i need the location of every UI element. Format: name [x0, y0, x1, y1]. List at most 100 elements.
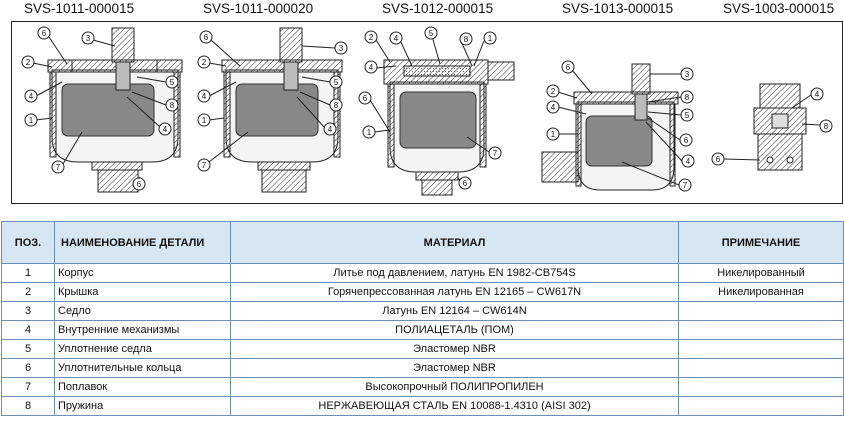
callout-m4-4b: 4: [686, 157, 691, 166]
callout-m1-6b: 6: [137, 180, 142, 189]
header-pos: ПОЗ.: [1, 221, 55, 264]
cell-pos: 7: [1, 377, 55, 397]
valve-drawing-2: [221, 27, 343, 193]
callout-m2-8: 8: [334, 101, 339, 110]
header-part-name: НАИМЕНОВАНИЕ ДЕТАЛИ: [54, 221, 231, 264]
callout-m3-7: 7: [493, 149, 498, 158]
table-row: 8 Пружина НЕРЖАВЕЮЩАЯ СТАЛЬ EN 10088-1.4…: [1, 396, 844, 416]
cell-note: [678, 377, 844, 397]
model-title-3: SVS-1012-000015: [382, 1, 494, 16]
cell-note: [678, 320, 844, 340]
callout-m2-5: 5: [334, 78, 339, 87]
table-row: 6 Уплотнительные кольца Эластомер NBR: [1, 358, 844, 378]
cell-part-name: Уплотнение седла: [54, 339, 231, 359]
callout-m2-7: 7: [202, 161, 207, 170]
callout-m5-8: 8: [824, 122, 829, 131]
callouts-model-5: 4 8 6: [711, 87, 833, 166]
valve-drawing-5: [753, 83, 807, 171]
callout-m1-2: 2: [26, 58, 31, 67]
callout-m5-6: 6: [716, 155, 721, 164]
table-row: 4 Внутренние механизмы ПОЛИАЦЕТАЛЬ (ПОМ): [1, 320, 844, 340]
cell-pos: 6: [1, 358, 55, 378]
callout-m4-8: 8: [685, 93, 690, 102]
callout-m4-2: 2: [551, 87, 556, 96]
callout-m3-5: 5: [429, 29, 434, 38]
table-row: 7 Поплавок Высокопрочный ПОЛИПРОПИЛЕН: [1, 377, 844, 397]
callout-m3-6b: 6: [463, 179, 468, 188]
cell-part-name: Седло: [54, 301, 231, 321]
cell-material: Горячепрессованная латунь EN 12165 – CW6…: [230, 282, 679, 302]
callout-m1-4b: 4: [163, 125, 168, 134]
callout-m3-6: 6: [363, 94, 368, 103]
callout-m1-4a: 4: [29, 92, 34, 101]
valve-drawing-1: [47, 27, 183, 193]
cell-pos: 5: [1, 339, 55, 359]
callout-m3-1b: 1: [367, 128, 372, 137]
callout-m1-6: 6: [42, 29, 47, 38]
callout-m3-8: 8: [464, 35, 469, 44]
callout-m2-3: 3: [339, 44, 344, 53]
cell-part-name: Уплотнительные кольца: [54, 358, 231, 378]
callout-m4-6: 6: [566, 63, 571, 72]
callout-m3-4a: 4: [394, 34, 399, 43]
callout-m2-4a: 4: [202, 92, 207, 101]
cell-part-name: Корпус: [54, 263, 231, 283]
callout-m2-1: 1: [202, 116, 207, 125]
cell-material: ПОЛИАЦЕТАЛЬ (ПОМ): [230, 320, 679, 340]
callout-m4-7: 7: [683, 181, 688, 190]
cell-material: Литье под давлением, латунь EN 1982-CB75…: [230, 263, 679, 283]
cell-part-name: Крышка: [54, 282, 231, 302]
cell-material: Эластомер NBR: [230, 339, 679, 359]
table-row: 2 Крышка Горячепрессованная латунь EN 12…: [1, 282, 844, 302]
cell-material: Высокопрочный ПОЛИПРОПИЛЕН: [230, 377, 679, 397]
callout-m4-5: 5: [685, 111, 690, 120]
model-title-1: SVS-1011-000015: [24, 1, 135, 16]
cell-note: Никелированная: [678, 282, 844, 302]
callout-m3-4b: 4: [369, 63, 374, 72]
callout-m2-4b: 4: [328, 125, 333, 134]
parts-table: ПОЗ. НАИМЕНОВАНИЕ ДЕТАЛИ МАТЕРИАЛ ПРИМЕЧ…: [1, 221, 844, 416]
table-header-row: ПОЗ. НАИМЕНОВАНИЕ ДЕТАЛИ МАТЕРИАЛ ПРИМЕЧ…: [1, 221, 844, 264]
callout-m1-3: 3: [86, 34, 91, 43]
callout-m4-3: 3: [685, 70, 690, 79]
cell-part-name: Внутренние механизмы: [54, 320, 231, 340]
callout-m2-2: 2: [202, 58, 207, 67]
cell-part-name: Поплавок: [54, 377, 231, 397]
cell-pos: 8: [1, 396, 55, 416]
model-title-2: SVS-1011-000020: [203, 1, 314, 16]
cell-material: НЕРЖАВЕЮЩАЯ СТАЛЬ EN 10088-1.4310 (AISI …: [230, 396, 679, 416]
cell-pos: 1: [1, 263, 55, 283]
callout-m3-1a: 1: [488, 34, 493, 43]
callout-m1-7: 7: [56, 163, 61, 172]
callouts-model-2: 6 3 2 5 4 8 1 4 7: [197, 30, 348, 172]
cell-pos: 3: [1, 301, 55, 321]
callouts-model-1: 6 3 2 5 4 8 1 4 7 6: [21, 26, 179, 191]
header-note: ПРИМЕЧАНИЕ: [678, 221, 844, 264]
callout-m3-2: 2: [369, 33, 374, 42]
cell-part-name: Пружина: [54, 396, 231, 416]
cell-pos: 4: [1, 320, 55, 340]
callout-m1-8: 8: [170, 101, 175, 110]
model-title-5: SVS-1003-000015: [723, 1, 835, 16]
callout-m1-5: 5: [170, 78, 175, 87]
cross-section-drawings: 6 3 2 5 4 8 1 4 7 6 6 3 2 5 4 8 1 4 7: [21, 26, 833, 196]
cell-pos: 2: [1, 282, 55, 302]
callout-m4-4a: 4: [551, 103, 556, 112]
table-row: 1 Корпус Литье под давлением, латунь EN …: [1, 263, 844, 283]
cell-note: Никелированный: [678, 263, 844, 283]
table-row: 3 Седло Латунь EN 12164 – CW614N: [1, 301, 844, 321]
model-title-4: SVS-1013-000015: [562, 1, 674, 16]
drawing-panel: 6 3 2 5 4 8 1 4 7 6 6 3 2 5 4 8 1 4 7: [11, 21, 843, 204]
valve-drawing-4: [541, 63, 679, 191]
cell-material: Латунь EN 12164 – CW614N: [230, 301, 679, 321]
callout-m1-1: 1: [29, 116, 34, 125]
callout-m4-6b: 6: [684, 136, 689, 145]
table-row: 5 Уплотнение седла Эластомер NBR: [1, 339, 844, 359]
callout-m2-6: 6: [204, 33, 209, 42]
cell-note: [678, 396, 844, 416]
cell-note: [678, 301, 844, 321]
callouts-model-3: 2 4 5 8 1 4 6 1 7 6: [358, 26, 502, 190]
callouts-model-4: 6 3 2 4 8 1 5 6 4 7: [546, 60, 695, 192]
cell-note: [678, 358, 844, 378]
valve-drawing-3: [383, 59, 515, 196]
